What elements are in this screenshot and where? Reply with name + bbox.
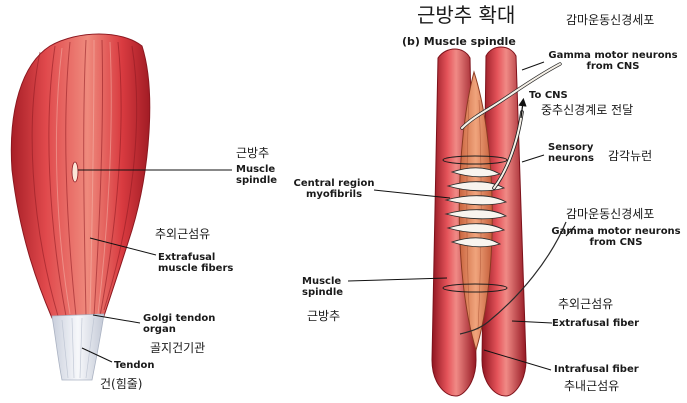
leader-right-extrafusal	[511, 320, 553, 324]
right-spindle-en: Muscle spindle	[302, 276, 344, 299]
right-sensory-en: Sensory neurons	[548, 142, 594, 165]
right-spindle-ko: 근방추	[307, 309, 341, 323]
right-extrafusal-en: Extrafusal fiber	[552, 318, 640, 329]
gamma-nerve-mid	[459, 221, 567, 335]
right-to-cns-en: To CNS	[529, 90, 568, 101]
leader-right-gamma-mid	[565, 225, 576, 237]
gamma-nerve-top-fill	[461, 63, 561, 129]
right-sensory-ko: 감각뉴런	[608, 149, 653, 163]
to-cns-arrow	[518, 97, 527, 119]
right-to-cns-ko: 중추신경계로 전달	[541, 103, 634, 117]
left-golgi-en: Golgi tendon organ	[143, 313, 216, 336]
leader-left-golgi	[92, 314, 141, 324]
left-tendon-ko: 건(힘줄)	[100, 377, 143, 391]
right-intrafusal-en: Intrafusal fiber	[554, 364, 639, 375]
tendon-shape	[51, 313, 105, 381]
left-spindle-ko: 근방추	[236, 146, 270, 160]
left-extrafusal-ko: 추외근섬유	[155, 227, 211, 241]
right-intrafusal-ko: 추내근섬유	[564, 379, 620, 393]
sensory-nerve-fill	[493, 111, 523, 189]
leader-right-spindle	[347, 277, 448, 282]
whole-muscle	[10, 33, 151, 319]
central-region-coils	[444, 167, 508, 248]
leader-right-intrafusal	[483, 349, 552, 371]
left-spindle-en: Muscle spindle	[236, 164, 278, 187]
left-golgi-ko: 골지건기관	[150, 341, 206, 355]
leader-right-gamma-top	[521, 61, 545, 71]
leader-left-tendon	[81, 347, 113, 363]
leader-right-sensory	[521, 154, 545, 163]
left-tendon-en: Tendon	[114, 360, 155, 371]
capsule-band-top	[442, 155, 508, 165]
leader-left-extrafusal	[89, 237, 157, 256]
right-gamma-mid-en: Gamma motor neurons from CNS	[551, 226, 681, 249]
figure-title: 근방추 확대	[417, 3, 516, 27]
extrafusal-fiber-right	[481, 46, 527, 397]
left-extrafusal-en: Extrafusal muscle fibers	[158, 252, 234, 275]
right-extrafusal-ko: 추외근섬유	[558, 297, 614, 311]
right-gamma-top-en: Gamma motor neurons from CNS	[548, 50, 678, 73]
spindle-mark	[71, 161, 79, 183]
right-gamma-top-ko: 감마운동신경세포	[566, 13, 655, 27]
panel-b-caption: (b) Muscle spindle	[402, 35, 516, 48]
right-gamma-mid-ko: 감마운동신경세포	[566, 207, 655, 221]
leader-right-central	[373, 189, 451, 199]
capsule-band-bottom	[442, 283, 508, 293]
right-central-en: Central region myofibrils	[293, 178, 375, 201]
